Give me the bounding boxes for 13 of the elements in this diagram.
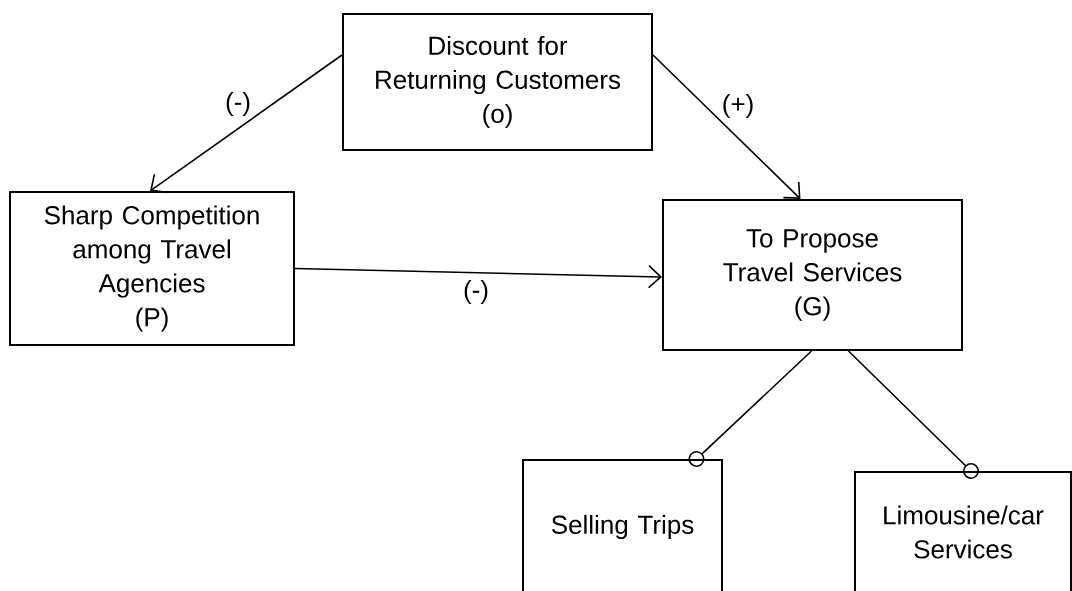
- arrow: [688, 350, 813, 467]
- arrow: [150, 54, 343, 194]
- concept-box: Selling Trips: [522, 459, 723, 591]
- concept-box: Discount for Returning Customers (o): [342, 13, 653, 151]
- edge-label: (-): [224, 90, 252, 118]
- arrow: [294, 264, 662, 289]
- edge-label: (-): [462, 278, 490, 306]
- arrow: [847, 350, 979, 479]
- concept-box: Limousine/car Services: [854, 471, 1072, 591]
- arrow: [652, 54, 801, 199]
- concept-box: Sharp Competition among Travel Agencies (P): [9, 191, 295, 346]
- concept-box: To Propose Travel Services (G): [662, 199, 963, 351]
- edge-label: (+): [720, 92, 756, 120]
